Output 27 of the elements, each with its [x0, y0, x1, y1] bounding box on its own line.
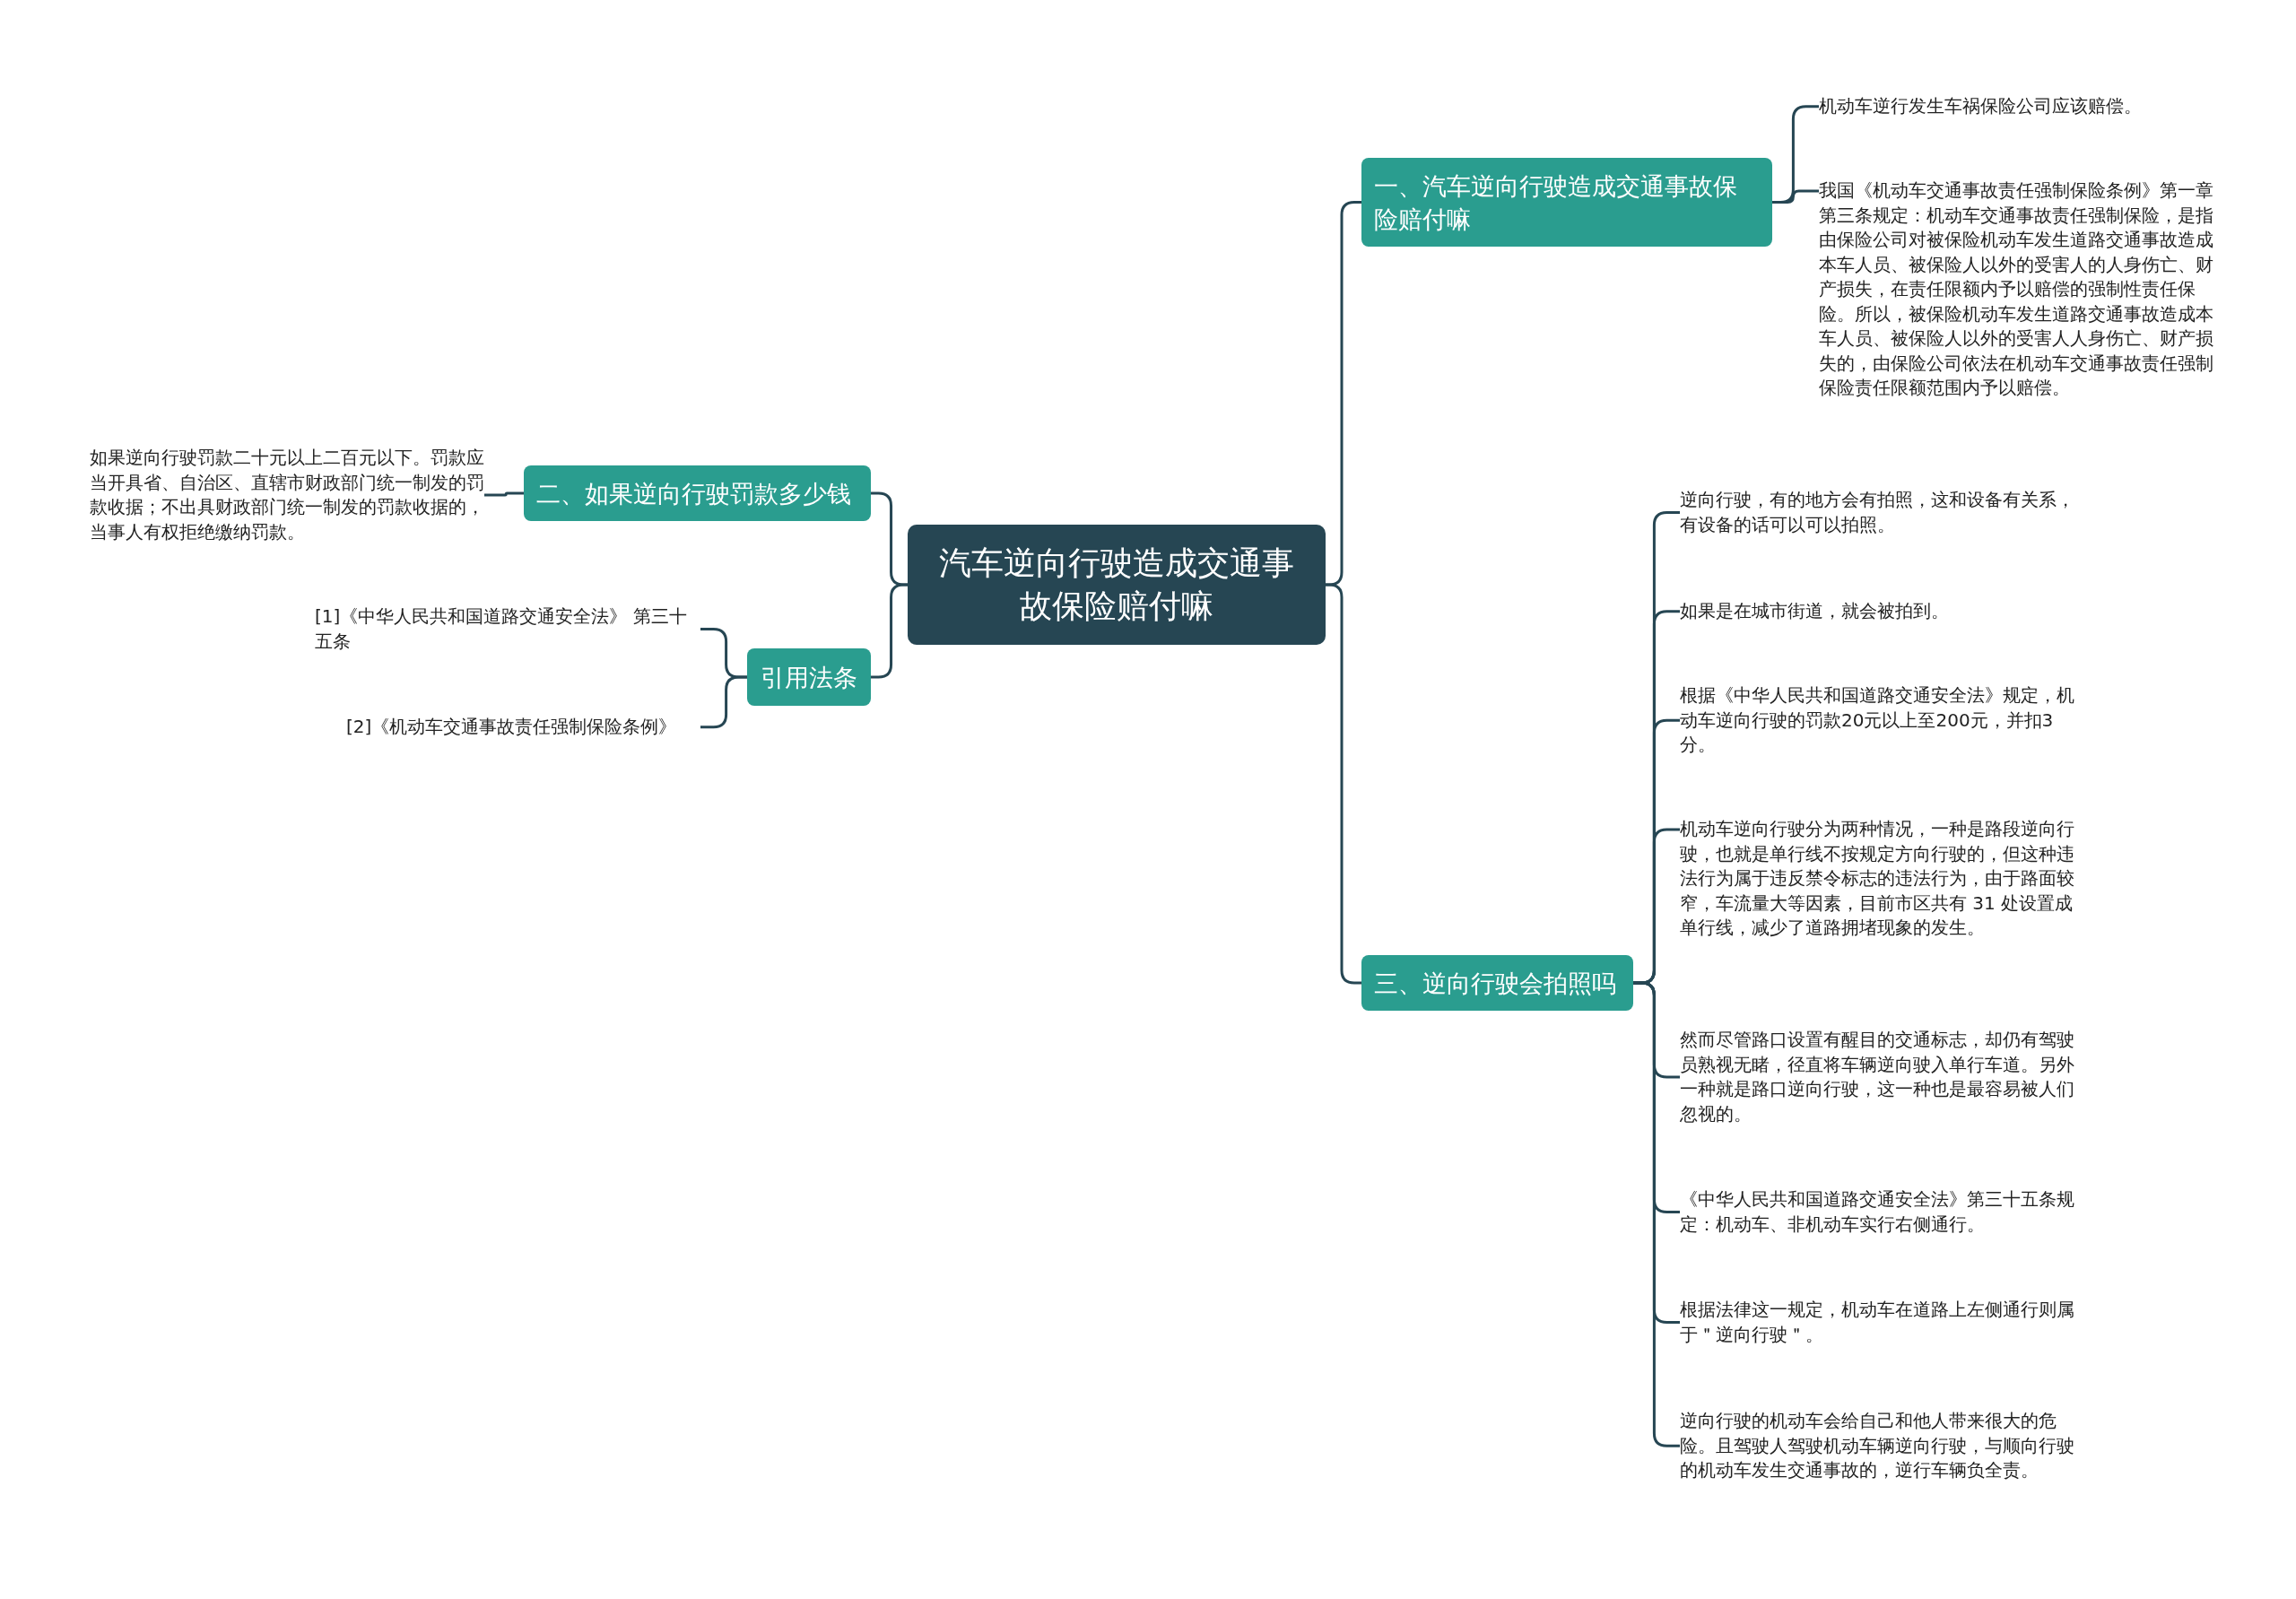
connector-line	[871, 583, 908, 679]
note-text: [2]《机动车交通事故责任强制保险条例》	[346, 715, 700, 740]
topic-box	[524, 465, 871, 521]
topic-text: 二、如果逆向行驶罚款多少钱	[536, 478, 851, 509]
topic-box	[1361, 955, 1633, 1011]
note-text: 然而尽管路口设置有醒目的交通标志，却仍有驾驶员熟视无睹，径直将车辆逆向驶入单行车道。另外一种就是路口逆向行驶，这一种也是最容易被人们忽视的。	[1680, 1028, 2083, 1126]
note-text: 根据法律这一规定，机动车在道路上左侧通行则属于＂逆向行驶＂。	[1680, 1298, 2083, 1347]
note-text: 逆向行驶，有的地方会有拍照，这和设备有关系，有设备的话可以可以拍照。	[1680, 488, 2083, 537]
note-text: 机动车逆行发生车祸保险公司应该赔偿。	[1819, 94, 2222, 119]
topic-text: 一、汽车逆向行驶造成交通事故保险赔付嘛	[1374, 170, 1738, 235]
note-text: 逆向行驶的机动车会给自己和他人带来很大的危险。且驾驶人驾驶机动车辆逆向行驶，与顺向行驶的机动车发生交通事故的，逆行车辆负全责。	[1680, 1409, 2083, 1483]
connector-line	[1326, 583, 1361, 985]
note-text: 《中华人民共和国道路交通安全法》第三十五条规定：机动车、非机动车实行右侧通行。	[1680, 1187, 2083, 1237]
note-text: [1]《中华人民共和国道路交通安全法》 第三十五条	[315, 604, 700, 654]
topic-box	[747, 648, 871, 706]
note-text: 我国《机动车交通事故责任强制保险条例》第一章第三条规定：机动车交通事故责任强制保险，是指由保险公司对被保险机动车发生道路交通事故造成本车人员、被保险人以外的受害人的人身伤亡、财产损失，在责任限额内予以赔偿的强制性责任保险。所以，被保险机动车发生道路交通事故造成本车人员、被保险人以外的受害人人身伤亡、财产损失的，由保险公司依法在机动车交通事故责任强制保险责任限额范围内予以赔偿。	[1819, 178, 2222, 401]
note-text: 根据《中华人民共和国道路交通安全法》规定，机动车逆向行驶的罚款20元以上至200元，并扣3分。	[1680, 683, 2083, 758]
note-text: 机动车逆向行驶分为两种情况，一种是路段逆向行驶，也就是单行线不按规定方向行驶的，但这种违法行为属于违反禁令标志的违法行为，由于路面较窄，车流量大等因素，目前市区共有 31 处设置成单行线，减少了道路拥堵现象的发生。	[1680, 817, 2083, 941]
topic-box	[1361, 158, 1772, 247]
note-text: 如果逆向行驶罚款二十元以上二百元以下。罚款应当开具省、自治区、直辖市财政部门统一制发的罚款收据；不出具财政部门统一制发的罚款收据的，当事人有权拒绝缴纳罚款。	[90, 446, 484, 544]
topic-text: 引用法条	[761, 662, 857, 693]
connector-line	[1772, 189, 1819, 204]
connector-line	[484, 491, 524, 497]
topic-text: 三、逆向行驶会拍照吗	[1374, 968, 1616, 999]
topic-text: 汽车逆向行驶造成交通事故保险赔付嘛	[938, 543, 1295, 626]
central-topic-box	[908, 525, 1326, 645]
note-text: 如果是在城市街道，就会被拍到。	[1680, 599, 2083, 624]
